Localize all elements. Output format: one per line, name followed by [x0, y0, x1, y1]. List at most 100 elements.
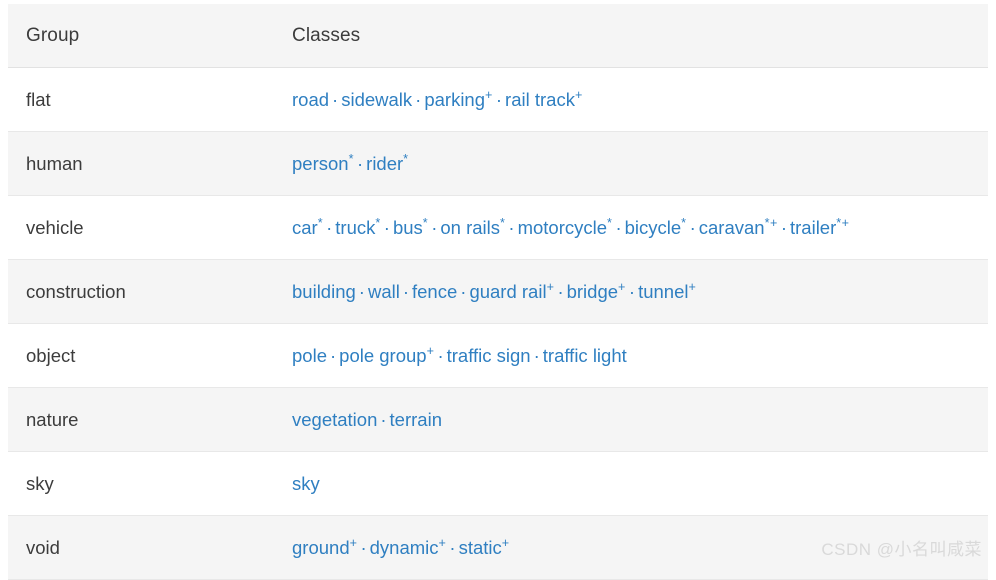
table-header: Group Classes	[8, 4, 988, 68]
column-header-classes: Classes	[274, 4, 988, 68]
class-link[interactable]: pole	[292, 344, 327, 366]
classes-list-cell: car*·truck*·bus*·on rails*·motorcycle*·b…	[274, 195, 988, 260]
class-separator: ·	[402, 280, 409, 302]
class-link[interactable]: tunnel	[638, 280, 689, 302]
group-name-cell: human	[8, 131, 274, 196]
class-annotation-superscript: +	[485, 87, 493, 102]
class-annotation-superscript: +	[501, 535, 510, 550]
table-header-row: Group Classes	[8, 4, 988, 68]
class-separator: ·	[431, 216, 438, 238]
class-link[interactable]: bicycle	[624, 216, 682, 238]
classes-list-cell: person*·rider*	[274, 131, 988, 196]
class-link[interactable]: truck	[335, 216, 376, 238]
class-link[interactable]: dynamic	[369, 536, 439, 558]
class-separator: ·	[326, 216, 333, 238]
class-link[interactable]: wall	[367, 280, 400, 302]
class-link[interactable]: bridge	[566, 280, 619, 302]
class-link[interactable]: bus	[392, 216, 423, 238]
group-name-cell: nature	[8, 387, 274, 452]
class-annotation-superscript: *	[607, 215, 613, 230]
column-header-group: Group	[8, 4, 274, 68]
group-name-cell: object	[8, 323, 274, 388]
class-separator: ·	[780, 216, 787, 238]
class-separator: ·	[449, 536, 456, 558]
class-annotation-superscript: +	[426, 343, 435, 358]
class-annotation-superscript: +	[688, 279, 697, 294]
class-separator: ·	[360, 536, 367, 558]
class-annotation-superscript: +	[438, 535, 447, 550]
class-annotation-superscript: *+	[764, 215, 778, 230]
class-link[interactable]: on rails	[440, 216, 500, 238]
class-annotation-superscript: *	[422, 215, 429, 230]
class-separator: ·	[329, 344, 337, 366]
group-name-cell: construction	[8, 259, 274, 324]
class-separator: ·	[460, 280, 467, 302]
class-link[interactable]: terrain	[389, 408, 442, 430]
class-link[interactable]: static	[458, 536, 502, 558]
class-link[interactable]: trailer	[790, 216, 837, 238]
class-link[interactable]: vegetation	[292, 408, 378, 430]
class-link[interactable]: motorcycle	[517, 216, 608, 238]
class-link[interactable]: sky	[292, 472, 320, 494]
class-annotation-superscript: *	[681, 215, 687, 230]
class-separator: ·	[628, 280, 636, 302]
class-link[interactable]: ground	[292, 536, 350, 558]
class-link[interactable]: caravan	[698, 216, 765, 238]
class-link[interactable]: road	[292, 88, 330, 110]
class-annotation-superscript: *	[403, 151, 409, 166]
class-separator: ·	[356, 152, 364, 174]
class-separator: ·	[358, 280, 365, 302]
class-annotation-superscript: +	[618, 279, 626, 294]
class-annotation-superscript: *	[317, 215, 324, 230]
class-link[interactable]: building	[292, 280, 356, 302]
group-name-cell: vehicle	[8, 195, 274, 260]
class-annotation-superscript: *	[500, 215, 506, 230]
class-separator: ·	[437, 344, 444, 366]
class-separator: ·	[495, 88, 503, 110]
class-link[interactable]: parking	[424, 88, 486, 110]
class-annotation-superscript: *	[375, 215, 381, 230]
class-annotation-superscript: +	[574, 87, 583, 102]
class-link[interactable]: car	[292, 216, 318, 238]
group-name-cell: void	[8, 515, 274, 580]
group-name-cell: sky	[8, 451, 274, 516]
class-link[interactable]: rider	[366, 152, 404, 174]
class-separator: ·	[383, 216, 390, 238]
class-link[interactable]: sidewalk	[341, 88, 413, 110]
class-annotation-superscript: *	[348, 151, 354, 166]
class-separator: ·	[415, 88, 422, 110]
class-separator: ·	[508, 216, 515, 238]
class-separator: ·	[332, 88, 339, 110]
class-annotation-superscript: *+	[836, 215, 850, 230]
class-separator: ·	[380, 408, 387, 430]
class-link[interactable]: pole group	[339, 344, 427, 366]
class-link[interactable]: traffic light	[542, 344, 627, 366]
class-link[interactable]: rail track	[505, 88, 575, 110]
class-separator: ·	[689, 216, 696, 238]
class-link[interactable]: person	[292, 152, 349, 174]
class-annotation-superscript: +	[349, 535, 358, 550]
table-row: nature vegetation·terrain	[8, 387, 988, 452]
class-separator: ·	[533, 344, 540, 366]
class-separator: ·	[615, 216, 622, 238]
class-link[interactable]: traffic sign	[446, 344, 531, 366]
class-link[interactable]: fence	[412, 280, 458, 302]
class-separator: ·	[557, 280, 564, 302]
group-name-cell: flat	[8, 67, 274, 132]
classes-list-cell: sky	[274, 451, 988, 516]
class-link[interactable]: guard rail	[469, 280, 547, 302]
classes-list-cell: building·wall·fence·guard rail+·bridge+·…	[274, 259, 988, 324]
classes-list-cell: road·sidewalk·parking+·rail track+	[274, 67, 988, 132]
classes-list-cell: pole·pole group+·traffic sign·traffic li…	[274, 323, 988, 388]
csdn-watermark: CSDN @小名叫咸菜	[821, 540, 982, 559]
